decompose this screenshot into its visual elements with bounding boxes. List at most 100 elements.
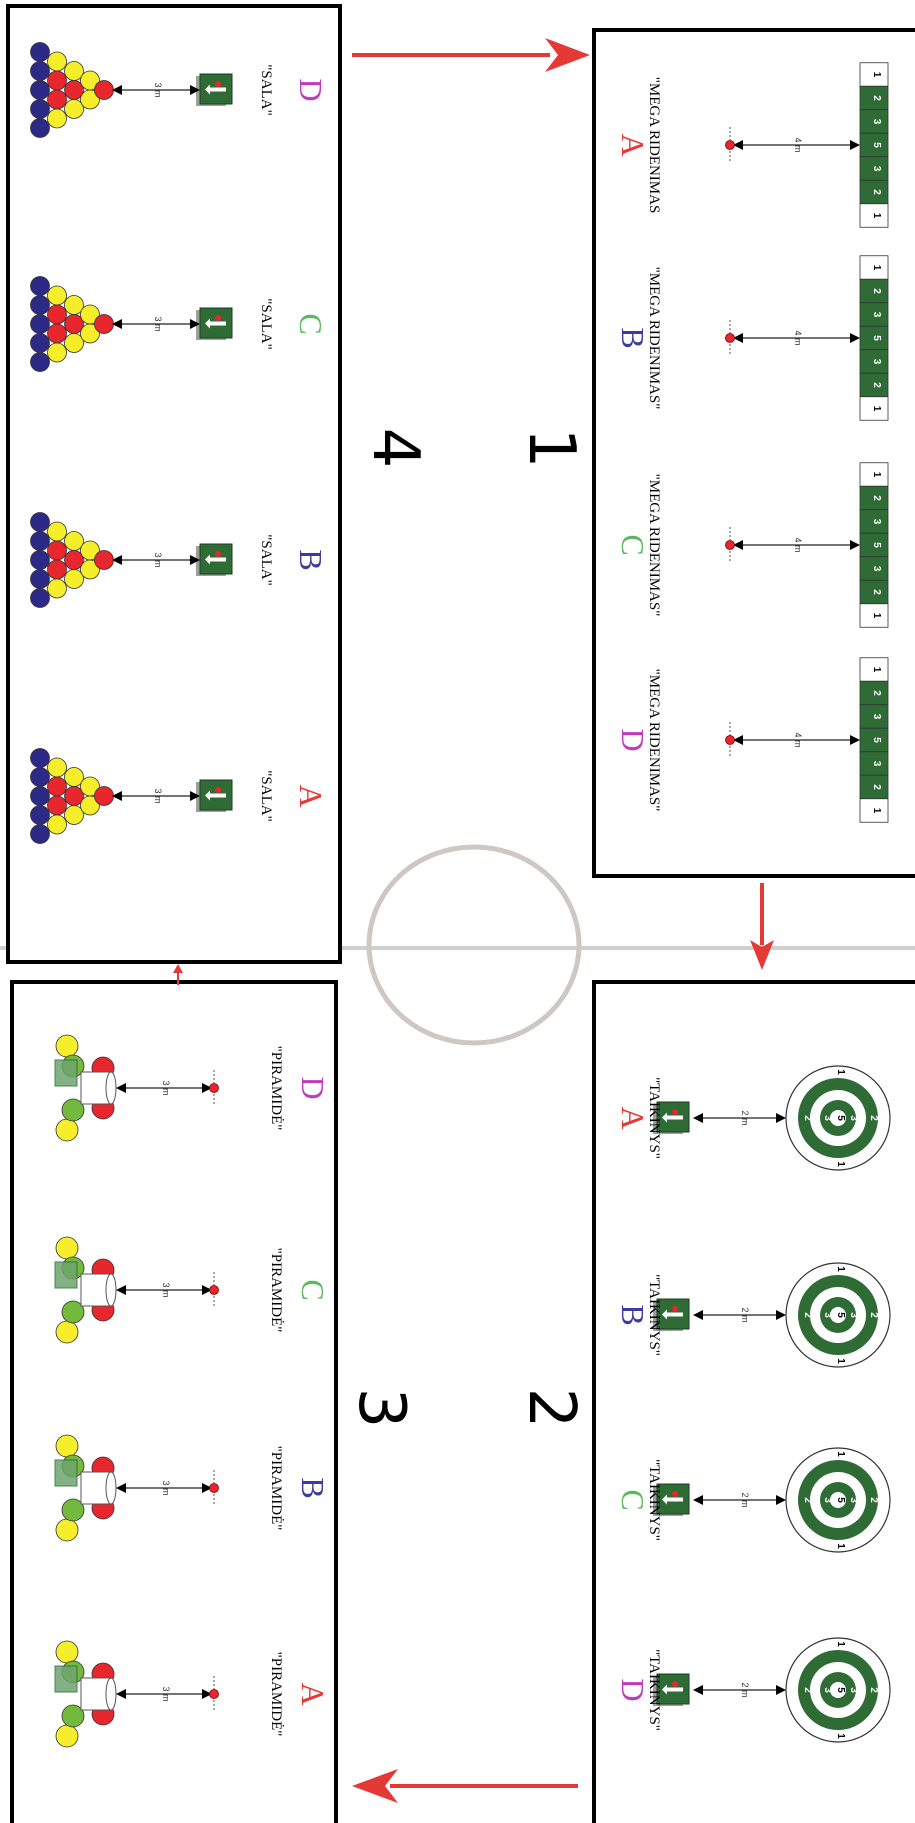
slot-label: 5 — [871, 335, 882, 341]
blue-ball — [31, 825, 50, 844]
cube — [55, 1262, 77, 1288]
yellow-ball — [56, 1725, 78, 1747]
team-letter: B — [615, 1304, 651, 1325]
blue-ball — [31, 43, 50, 62]
slot-label: 2 — [871, 95, 882, 101]
zone-3-frame — [12, 982, 336, 1823]
slot-label: 1 — [871, 808, 882, 814]
zone-4-label: 4 — [358, 428, 432, 469]
throw-point — [210, 1690, 219, 1699]
slot-label: 2 — [871, 589, 882, 595]
team-letter: B — [295, 1477, 331, 1498]
distance-label: 2 m — [740, 1492, 750, 1507]
slot-label: 3 — [871, 312, 882, 318]
bullseye-label: 5 — [835, 1687, 846, 1693]
yellow-ball — [56, 1519, 78, 1541]
slot-label: 2 — [871, 288, 882, 294]
board-arrow-shaft — [665, 1688, 683, 1692]
yellow-ball — [48, 522, 67, 541]
slot-label: 3 — [871, 714, 882, 720]
distance-label: 4 m — [793, 732, 803, 747]
blue-ball — [31, 334, 50, 353]
ring-label: 2 — [868, 1115, 879, 1121]
zone-3-label: 3 — [344, 1388, 418, 1429]
slot-label: 5 — [871, 542, 882, 548]
blue-ball — [31, 119, 50, 138]
ring-label: 2 — [802, 1115, 813, 1121]
station-name: "SALA" — [258, 298, 274, 349]
board-dot — [672, 1491, 678, 1497]
team-letter: A — [615, 133, 651, 156]
slot-label: 2 — [871, 784, 882, 790]
ring-label: 3 — [848, 1687, 859, 1693]
slot-label: 1 — [871, 213, 882, 219]
throw-point — [726, 141, 735, 150]
blue-ball — [31, 296, 50, 315]
slot-label: 1 — [871, 406, 882, 412]
ring-label: 2 — [868, 1497, 879, 1503]
slot-label: 3 — [871, 359, 882, 365]
bullseye-label: 5 — [835, 1312, 846, 1318]
distance-label: 2 m — [740, 1307, 750, 1322]
slot-label: 3 — [871, 566, 882, 572]
cylinder-end — [106, 1072, 116, 1104]
board-arrow-shaft — [208, 558, 226, 562]
station-name: "SALA" — [258, 770, 274, 821]
slot-label: 2 — [871, 382, 882, 388]
station-name: "PIRAMIDĖ" — [268, 1248, 284, 1333]
station-name: "PIRAMIDĖ" — [268, 1652, 284, 1737]
yellow-ball — [48, 815, 67, 834]
blue-ball — [31, 81, 50, 100]
throw-point — [726, 541, 735, 550]
red-ball — [95, 315, 114, 334]
ring-label: 2 — [802, 1312, 813, 1318]
distance-label: 3 m — [153, 552, 163, 567]
ring-label: 1 — [835, 1161, 846, 1167]
yellow-ball — [56, 1237, 78, 1259]
station-name: "SALA" — [258, 534, 274, 585]
ring-label: 1 — [835, 1543, 846, 1549]
station-name: "SALA" — [258, 64, 274, 115]
cylinder-end — [106, 1274, 116, 1306]
ring-label: 2 — [868, 1312, 879, 1318]
blue-ball — [31, 100, 50, 119]
slot-label: 3 — [871, 166, 882, 172]
slot-label: 1 — [871, 472, 882, 478]
blue-ball — [31, 589, 50, 608]
arrow-4-to-1 — [352, 38, 590, 72]
board-dot — [672, 1306, 678, 1312]
cube — [55, 1060, 77, 1086]
slot-label: 2 — [871, 690, 882, 696]
station-name: "PIRAMIDĖ" — [268, 1446, 284, 1531]
board-dot — [215, 551, 221, 557]
cube — [55, 1666, 77, 1692]
throw-point — [726, 334, 735, 343]
cylinder-end — [106, 1472, 116, 1504]
yellow-ball — [56, 1035, 78, 1057]
throw-point — [210, 1084, 219, 1093]
yellow-ball — [48, 52, 67, 71]
red-ball — [48, 90, 67, 109]
distance-label: 3 m — [161, 1080, 171, 1095]
slot-label: 3 — [871, 119, 882, 125]
yellow-ball — [48, 343, 67, 362]
board-arrow-shaft — [665, 1313, 683, 1317]
board-dot — [672, 1681, 678, 1687]
distance-label: 4 m — [793, 137, 803, 152]
team-letter: D — [615, 728, 651, 751]
zone-2-label: 2 — [514, 1388, 588, 1429]
red-ball — [48, 796, 67, 815]
cylinder-end — [106, 1678, 116, 1710]
distance-label: 3 m — [153, 82, 163, 97]
team-letter: D — [295, 1076, 331, 1099]
ring-label: 1 — [835, 1641, 846, 1647]
ring-label: 1 — [835, 1069, 846, 1075]
yellow-ball — [56, 1435, 78, 1457]
blue-ball — [31, 353, 50, 372]
ring-label: 3 — [848, 1115, 859, 1121]
team-letter: A — [295, 1682, 331, 1705]
ring-label: 1 — [835, 1358, 846, 1364]
board-dot — [215, 787, 221, 793]
red-ball — [48, 71, 67, 90]
